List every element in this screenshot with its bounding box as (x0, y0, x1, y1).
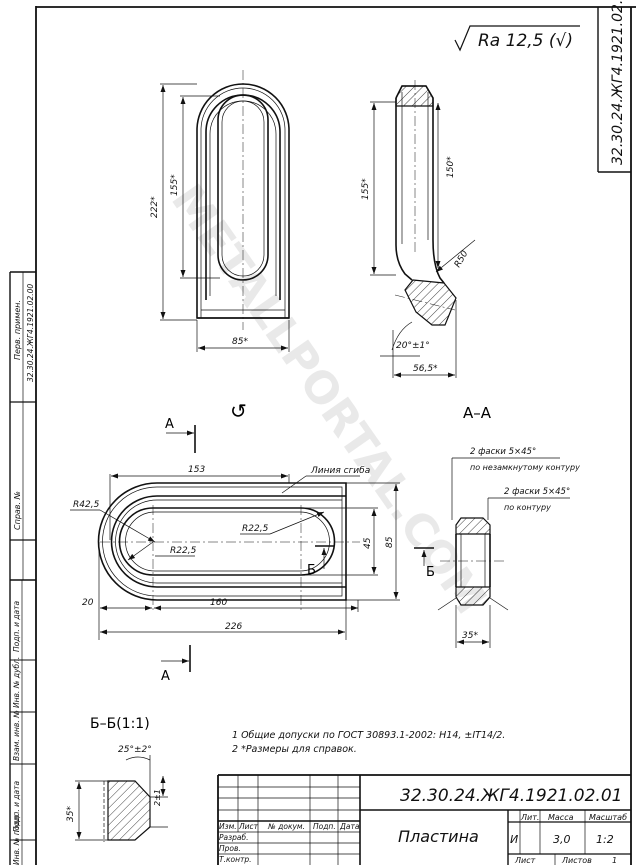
section-bb-height: 35* (66, 806, 76, 822)
role-checker: Пров. (219, 844, 241, 853)
note-2: 2 *Размеры для справок. (232, 744, 357, 755)
dim-160: 160 (210, 598, 227, 608)
front-height: 222* (150, 196, 160, 218)
section-bb: Б–Б(1:1) 35* 25°±2° 2±1 (66, 716, 168, 842)
section-b-plan-label: Б (307, 563, 316, 578)
side-code-box: 32.30.24.ЖГ4.1921.02.01 (597, 0, 631, 173)
plan-length-top: 153 (188, 465, 205, 475)
plan-view: 153 Линия сгиба R42,5 R22,5 R22,5 45 85 … (70, 465, 400, 640)
title-code: 32.30.24.ЖГ4.1921.02.01 (400, 786, 622, 806)
section-aa-note2-sub: по контуру (504, 503, 551, 512)
scale-label: Масштаб (589, 813, 627, 822)
sheet-label: Лист (514, 856, 536, 865)
section-bb-title: Б–Б(1:1) (90, 716, 150, 732)
inner-radius-right: R22,5 (242, 524, 269, 534)
watermark: METALLPORTAL.COM (161, 176, 496, 624)
outer-radius: R42,5 (73, 500, 100, 510)
title-name: Пластина (398, 827, 479, 846)
inner-radius-left: R22,5 (170, 546, 197, 556)
section-aa-note1: 2 фаски 5×45° (470, 447, 536, 457)
role-tcontrol: Т.контр. (219, 855, 252, 864)
front-width: 85* (232, 337, 248, 347)
strip-field-4: Подп. и дата (12, 781, 21, 832)
mass-label: Масса (548, 813, 574, 822)
section-aa-note1-sub: по незамкнутому контуру (470, 463, 580, 472)
col-izm: Изм. (219, 822, 237, 831)
section-aa: А–А 2 фаски 5×45° по незамкнутому контур… (414, 404, 580, 648)
dim-20: 20 (82, 598, 94, 608)
roughness-mark: Ra 12,5 (√) (454, 25, 580, 52)
bend-line-label: Линия сгиба (310, 466, 370, 476)
col-list: Лист (238, 822, 259, 831)
section-aa-width: 35* (462, 631, 478, 641)
section-aa-note2: 2 фаски 5×45° (504, 487, 570, 497)
strip-field-3: Взам. инв. № (12, 710, 21, 761)
strip-field-2: Инв. № дубл. (12, 657, 21, 708)
section-aa-title: А–А (463, 404, 492, 422)
front-inner: 155* (170, 174, 180, 196)
rotation-icon: ↺ (230, 399, 247, 423)
section-b-aa-label: Б (426, 565, 435, 580)
roughness-text: Ra 12,5 (√) (478, 31, 573, 51)
side-width: 56,5* (413, 364, 438, 374)
side-view: 155* 150* R50 20°±1° 56,5* (361, 80, 476, 378)
side-code: 32.30.24.ЖГ4.1921.02.01 (610, 0, 626, 165)
section-a-top-label: А (165, 417, 174, 432)
role-developer: Разраб. (219, 833, 248, 842)
dim-85: 85 (385, 536, 395, 548)
section-a-markers: А А (161, 417, 196, 684)
section-a-bottom-label: А (161, 669, 170, 684)
lit-label: Лит. (520, 813, 539, 822)
first-use-label: Перв. примен. (13, 300, 22, 360)
section-bb-small: 2±1 (153, 789, 162, 806)
sprav-label: Справ. № (13, 491, 22, 530)
side-radius: R50 (453, 249, 471, 270)
sheets-label: Листов (561, 856, 592, 865)
left-strip: Перв. примен. 32.30.24.ЖГ4.1921.02.00 Сп… (9, 271, 36, 865)
first-use-value: 32.30.24.ЖГ4.1921.02.00 (26, 284, 35, 382)
col-doc: № докум. (267, 822, 305, 831)
strip-field-1: Подп. и дата (12, 601, 21, 652)
sheet-frame (35, 6, 636, 865)
dim-226: 226 (225, 622, 242, 632)
title-block: 32.30.24.ЖГ4.1921.02.01 Пластина Изм. Ли… (217, 774, 631, 865)
side-inner: 150* (446, 156, 456, 178)
section-bb-angle: 25°±2° (118, 745, 152, 755)
mass-value: 3,0 (553, 833, 571, 846)
strip-field-5: Инв. № подл. (12, 813, 21, 865)
scale-value: 1:2 (596, 833, 614, 846)
col-date: Дата (339, 822, 360, 831)
dim-45: 45 (363, 537, 373, 549)
col-sign: Подп. (313, 822, 336, 831)
side-height: 155* (361, 178, 371, 200)
sheets-value: 1 (612, 856, 617, 865)
note-1: 1 Общие допуски по ГОСТ 30893.1-2002: H1… (232, 730, 505, 741)
side-angle: 20°±1° (396, 341, 430, 351)
front-view: 222* 155* 85* (150, 70, 290, 352)
lit-value: И (510, 833, 518, 846)
